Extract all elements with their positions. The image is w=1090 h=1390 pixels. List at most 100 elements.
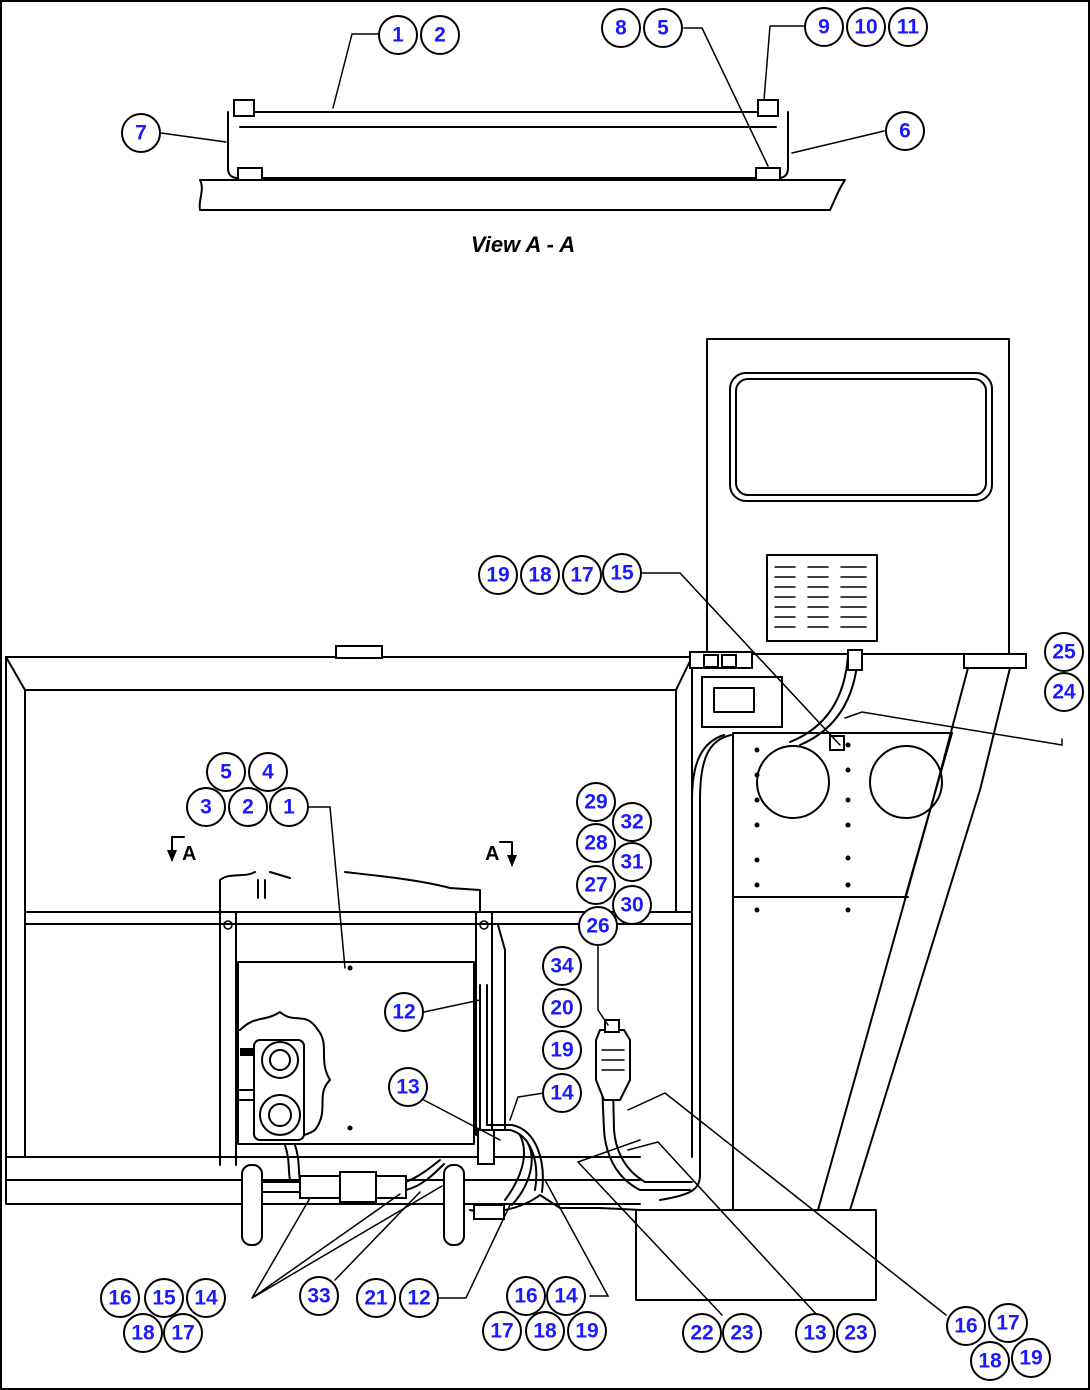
svg-text:16: 16	[954, 1315, 977, 1338]
callout: 25	[1044, 632, 1084, 672]
svg-text:14: 14	[554, 1285, 578, 1308]
svg-text:15: 15	[610, 562, 634, 585]
callout: 19	[478, 555, 518, 595]
callout: 5	[206, 752, 246, 792]
callout: 19	[1011, 1338, 1051, 1378]
main-view: A A	[5, 338, 1063, 1316]
callout: 7	[121, 113, 161, 153]
svg-text:23: 23	[730, 1322, 753, 1345]
callout: 5	[643, 8, 683, 48]
callout: 17	[163, 1313, 203, 1353]
callout: 33	[299, 1276, 339, 1316]
section-mark-left: A	[182, 843, 196, 865]
svg-text:4: 4	[262, 761, 274, 784]
svg-text:18: 18	[131, 1322, 155, 1345]
callout: 14	[542, 1073, 582, 1113]
callout: 21	[356, 1278, 396, 1318]
svg-text:20: 20	[550, 997, 573, 1020]
svg-text:9: 9	[818, 16, 830, 39]
svg-text:15: 15	[152, 1287, 176, 1310]
callout: 15	[602, 553, 642, 593]
svg-text:1: 1	[392, 24, 404, 47]
svg-text:7: 7	[135, 122, 147, 145]
callout: 30	[612, 885, 652, 925]
svg-text:19: 19	[1019, 1347, 1042, 1370]
callouts: 1 2 8 5 9 10 11 7 6 19 18 17 15 25 24 5 …	[100, 7, 1084, 1381]
callout: 17	[482, 1311, 522, 1351]
callout: 18	[123, 1313, 163, 1353]
callout: 24	[1044, 672, 1084, 712]
svg-text:27: 27	[584, 874, 607, 897]
view-title: View A - A	[471, 232, 575, 257]
svg-text:2: 2	[434, 24, 446, 47]
svg-text:16: 16	[514, 1285, 537, 1308]
svg-text:3: 3	[200, 796, 212, 819]
svg-text:12: 12	[407, 1287, 430, 1310]
svg-text:8: 8	[615, 17, 627, 40]
callout: 31	[612, 842, 652, 882]
svg-text:11: 11	[897, 16, 920, 39]
svg-text:33: 33	[307, 1285, 330, 1308]
callout: 10	[846, 7, 886, 47]
callout: 32	[612, 802, 652, 842]
svg-text:17: 17	[171, 1322, 194, 1345]
svg-text:22: 22	[690, 1322, 713, 1345]
svg-text:17: 17	[996, 1312, 1019, 1335]
callout: 18	[520, 555, 560, 595]
callout: 12	[399, 1278, 439, 1318]
svg-text:26: 26	[586, 915, 609, 938]
callout: 14	[546, 1276, 586, 1316]
callout: 14	[186, 1278, 226, 1318]
callout: 22	[682, 1313, 722, 1353]
callout: 20	[542, 988, 582, 1028]
callout: 27	[576, 865, 616, 905]
svg-text:17: 17	[490, 1320, 513, 1343]
svg-text:29: 29	[584, 791, 607, 814]
svg-text:14: 14	[194, 1287, 218, 1310]
callout: 18	[525, 1311, 565, 1351]
svg-text:19: 19	[550, 1039, 573, 1062]
callout: 9	[804, 7, 844, 47]
svg-text:30: 30	[620, 894, 643, 917]
callout: 16	[946, 1306, 986, 1346]
svg-text:16: 16	[108, 1287, 131, 1310]
svg-text:18: 18	[978, 1350, 1002, 1373]
callout: 12	[384, 992, 424, 1032]
svg-text:24: 24	[1052, 681, 1076, 704]
callout: 6	[885, 111, 925, 151]
svg-text:17: 17	[570, 564, 593, 587]
callout: 34	[542, 946, 582, 986]
callout: 29	[576, 782, 616, 822]
svg-text:18: 18	[528, 564, 552, 587]
callout: 16	[100, 1278, 140, 1318]
callout: 23	[836, 1313, 876, 1353]
callout: 2	[228, 787, 268, 827]
svg-text:34: 34	[550, 955, 574, 978]
svg-text:32: 32	[620, 811, 643, 834]
svg-text:2: 2	[242, 796, 254, 819]
svg-text:14: 14	[550, 1082, 574, 1105]
svg-text:18: 18	[533, 1320, 557, 1343]
callout: 17	[988, 1303, 1028, 1343]
callout: 19	[567, 1311, 607, 1351]
view-a-a: View A - A	[160, 25, 885, 257]
callout: 19	[542, 1030, 582, 1070]
callout: 1	[269, 787, 309, 827]
svg-text:1: 1	[283, 796, 295, 819]
svg-text:13: 13	[803, 1322, 826, 1345]
svg-text:31: 31	[620, 851, 644, 874]
svg-text:23: 23	[844, 1322, 867, 1345]
callout: 4	[248, 752, 288, 792]
svg-text:10: 10	[854, 16, 877, 39]
callout: 1	[378, 15, 418, 55]
callout: 8	[601, 8, 641, 48]
section-mark-right: A	[485, 843, 499, 865]
svg-text:12: 12	[392, 1001, 415, 1024]
svg-text:19: 19	[486, 564, 509, 587]
callout: 17	[562, 555, 602, 595]
svg-text:21: 21	[364, 1287, 388, 1310]
callout: 18	[970, 1341, 1010, 1381]
callout: 23	[722, 1313, 762, 1353]
